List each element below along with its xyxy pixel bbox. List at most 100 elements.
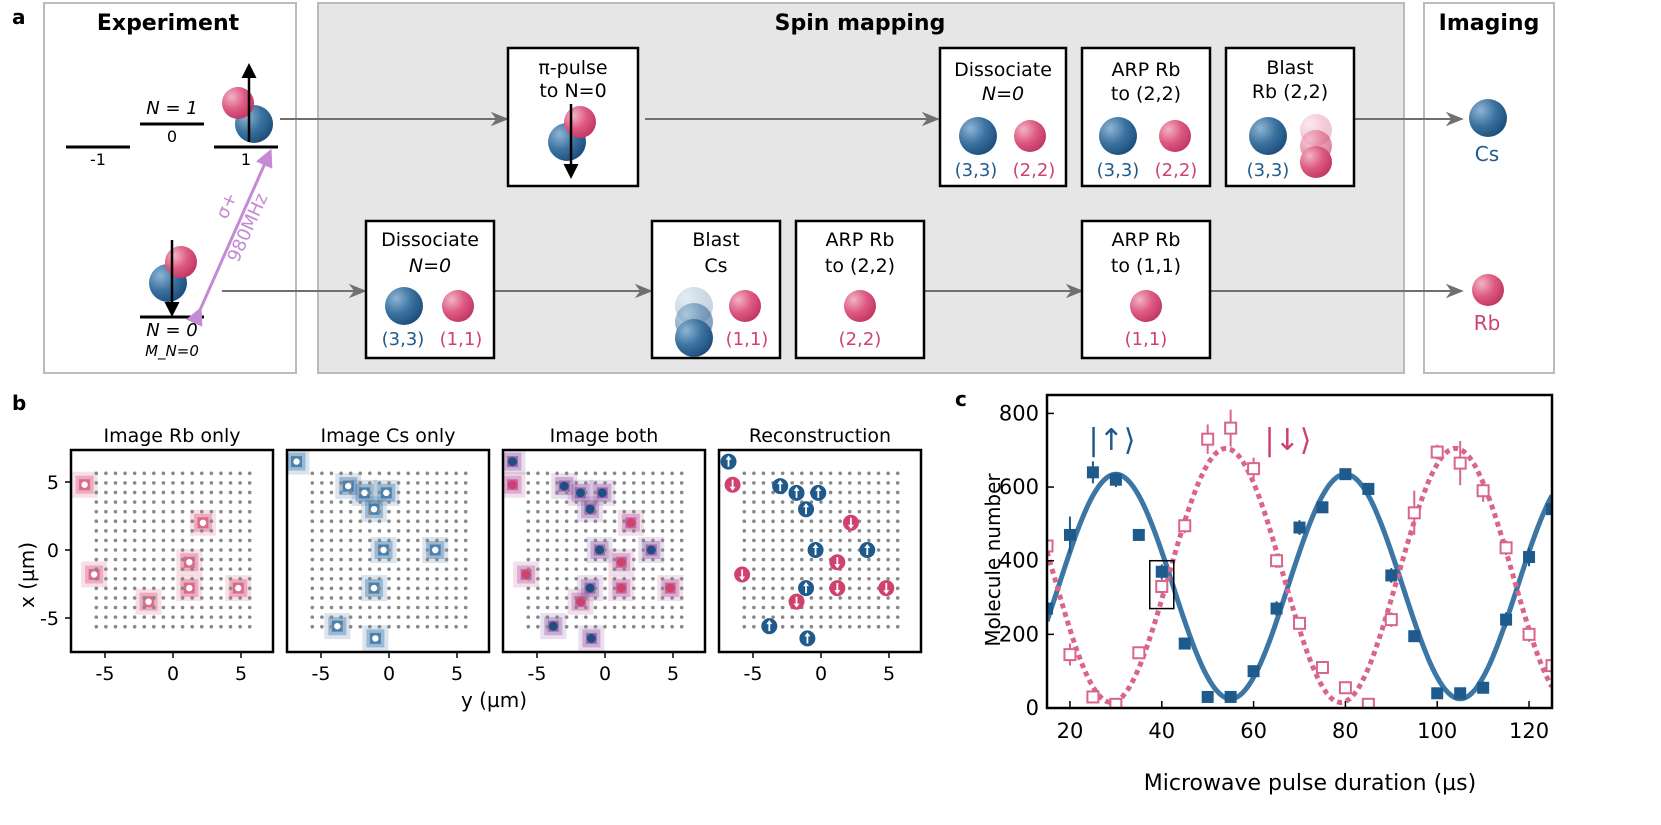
data-point-down [1247,462,1261,476]
rb-atom-icon [1130,290,1162,322]
lattice-site [641,557,646,562]
lattice-site [612,519,617,524]
lattice-site [228,567,233,571]
lattice-site [113,605,118,610]
lattice-site [152,557,156,562]
lattice-site [320,557,324,562]
lattice-site [828,615,833,619]
lattice-site [545,624,550,629]
lattice-site [876,471,881,476]
lattice-site [584,567,588,571]
lattice-site [622,596,626,600]
lattice-site [593,490,598,495]
lattice-site [454,596,458,600]
lattice-site [545,471,550,476]
data-point-up [1247,665,1260,678]
lattice-site [593,624,598,629]
x-tick-label: 20 [1057,719,1084,743]
lattice-site [536,481,540,485]
lattice-site [876,529,881,533]
lattice-site [526,481,531,485]
lattice-site [838,471,842,476]
lattice-site [867,586,871,591]
lattice-site [180,548,185,552]
lattice-site [444,567,449,571]
lattice-site [847,567,852,571]
lattice-site [574,500,579,504]
lattice-site [238,500,242,504]
lattice-site [190,500,194,504]
x-tick-label: 60 [1240,719,1267,743]
lattice-site [752,576,756,581]
lattice-site [819,529,823,533]
lattice-site [219,605,223,610]
data-point-up [1362,482,1375,495]
lattice-site [641,509,646,514]
lattice-site [526,548,531,552]
lattice-site [631,538,636,543]
lattice-site [142,538,147,543]
lattice-site [555,605,559,610]
lattice-site [612,624,617,629]
lattice-site [368,557,372,562]
lattice-site [603,529,607,533]
lattice-site [199,529,204,533]
lattice-site [886,596,890,600]
fit-curve-up [1047,471,1552,702]
lattice-site [199,596,204,600]
lattice-site [161,500,166,504]
x-tick-label: -5 [528,663,547,685]
imaging-frame [1423,2,1555,374]
lattice-site [161,586,166,591]
lattice-site [574,576,579,581]
lattice-site [584,605,588,610]
lattice-site [809,538,814,543]
lattice-site [660,567,665,571]
lattice-site [171,519,175,524]
lattice-site [790,615,795,619]
lattice-site [142,605,147,610]
lattice-site [219,567,223,571]
panel-b-xlabel: y (µm) [461,688,527,712]
lattice-site [396,471,401,476]
lattice-site [161,481,166,485]
data-point-down [1224,421,1238,435]
x-tick-label: 0 [599,663,611,685]
lattice-site [94,596,99,600]
lattice-site [199,481,204,485]
lattice-site [368,490,372,495]
lattice-site [895,624,900,629]
x-tick-label: -5 [96,663,115,685]
lattice-site [377,624,382,629]
lattice-site [603,500,607,504]
lattice-site [800,548,804,552]
lattice-site [564,605,569,610]
lattice-site [555,548,559,552]
lattice-site [564,615,569,619]
lattice-site [425,500,430,504]
site-marker [646,545,656,555]
spin-up-arrowhead-icon [766,620,773,625]
lattice-site [152,596,156,600]
lattice-site [435,567,439,571]
lattice-site [603,548,607,552]
lattice-site [780,605,785,610]
lattice-site [545,567,550,571]
data-point-down [1430,445,1444,459]
lattice-site [368,538,372,543]
site-marker [145,598,152,605]
lattice-site [742,624,747,629]
site-marker [380,546,387,554]
lattice-site [847,576,852,581]
lattice-site [104,490,108,495]
lattice-site [838,548,842,552]
spin-up-arrowhead-icon [725,455,732,460]
lattice-site [377,538,382,543]
lattice-site [329,548,334,552]
lattice-site [463,538,468,543]
lattice-site [415,519,420,524]
lattice-site [152,500,156,504]
lattice-site [574,586,579,591]
lattice-site [113,490,118,495]
lattice-site [651,605,655,610]
